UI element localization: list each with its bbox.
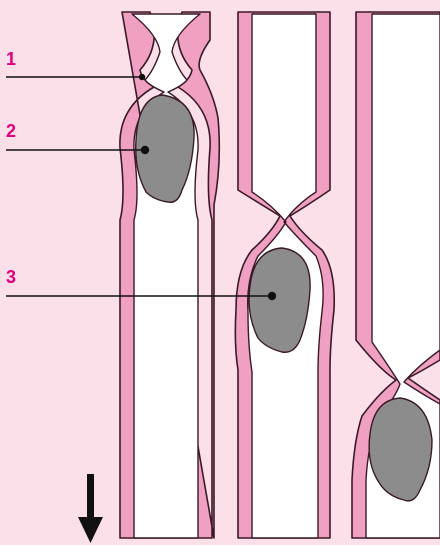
tube-stage-2 [235,12,334,538]
tube-stage-1 [120,12,219,538]
leader-dot-1 [140,75,145,80]
bolus [249,248,310,352]
tube-stage-3 [352,12,440,538]
down-arrow-icon [78,474,103,543]
label-1: 1 [6,50,16,68]
leader-dot-3 [269,293,276,300]
label-3: 3 [6,268,16,286]
leader-dot-2 [142,147,149,154]
label-2: 2 [6,122,16,140]
